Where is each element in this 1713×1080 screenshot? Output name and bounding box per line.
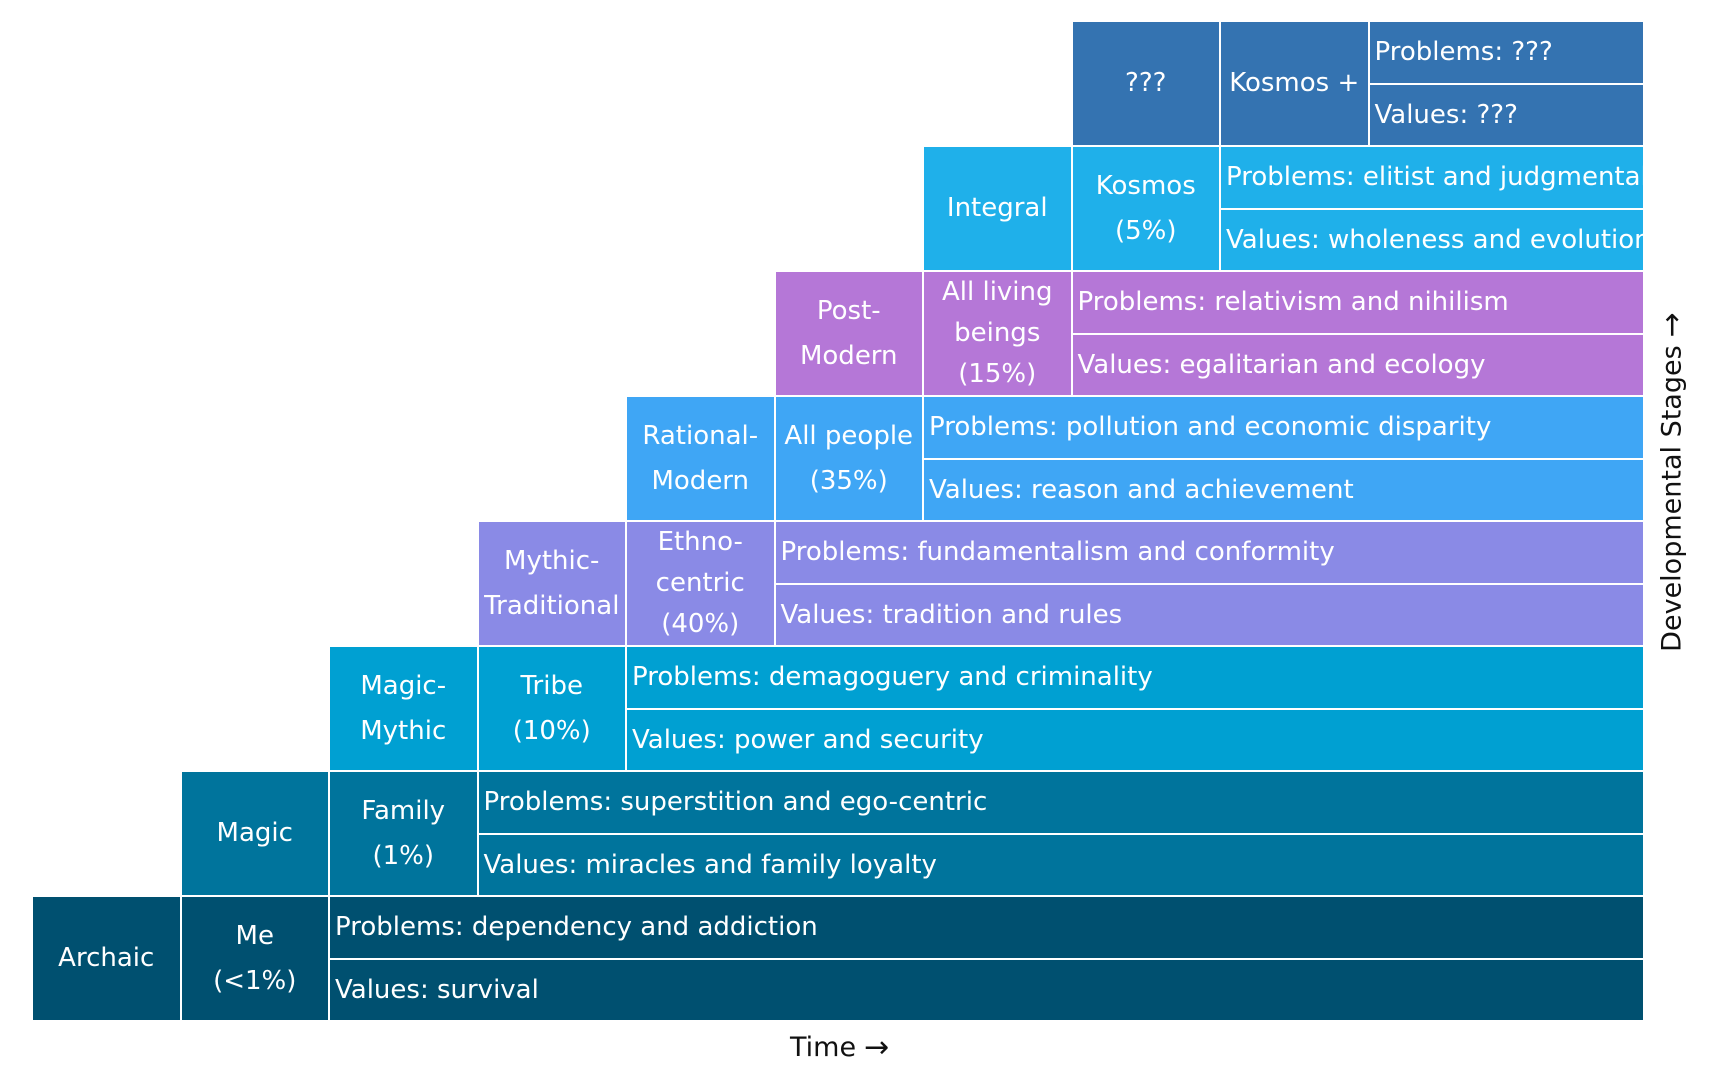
identity-line: Family [361,795,446,826]
stage-name-cell: ??? [1072,22,1221,147]
arrow-up-icon [1655,312,1690,337]
stage-name: Integral [946,193,1048,223]
stage-problems-cell: Problems: pollution and economic dispari… [924,397,1645,460]
stage-problems-cell: Problems: dependency and addiction [330,897,1645,960]
problems-text: Problems: pollution and economic dispari… [929,412,1492,443]
stage-identity-cell: Kosmos (5%) [1072,147,1221,272]
identity-line: (10%) [512,715,591,746]
stage-name-cell: Post-Modern [775,272,924,397]
stage-problems-cell: Problems: superstition and ego-centric [478,772,1645,835]
stage-name: Magic [216,818,293,848]
values-text: Values: wholeness and evolution [1226,224,1645,255]
values-text: Values: miracles and family loyalty [483,849,937,880]
stage-values-cell: Values: reason and achievement [924,459,1645,522]
stage-problems-cell: Problems: fundamentalism and conformity [775,522,1645,585]
stage-problems-cell: Problems: ??? [1369,22,1645,85]
values-text: Values: survival [335,974,539,1005]
identity-line: beings [954,318,1041,348]
stage-identity-cell: Kosmos + [1221,22,1370,147]
stage-name-cell: Mythic-Traditional [478,522,627,647]
stage-values-cell: Values: egalitarian and ecology [1072,334,1645,397]
identity-line: Me [235,920,274,951]
identity-line: All people [784,420,914,451]
stage-values-cell: Values: miracles and family loyalty [478,834,1645,897]
values-text: Values: tradition and rules [780,599,1123,630]
stage-identity-cell: Family (1%) [330,772,479,897]
identity-line: Tribe [520,670,583,701]
stage-values-cell: Values: tradition and rules [775,584,1645,647]
stages-axis-text: Developmental Stages [1656,345,1688,652]
stage-name-cell: Magic-Mythic [330,647,479,772]
identity-line: (<1%) [213,965,297,996]
problems-text: Problems: dependency and addiction [335,912,818,943]
stage-values-cell: Values: wholeness and evolution [1221,209,1645,272]
stage-problems-cell: Problems: relativism and nihilism [1072,272,1645,335]
identity-line: Ethno- [657,527,743,557]
stage-name: Rational-Modern [642,420,759,496]
stage-name: Post-Modern [799,295,898,371]
identity-line: (15%) [958,359,1037,389]
time-axis-text: Time [790,1032,857,1063]
identity-line: All living [941,277,1053,307]
problems-text: Problems: relativism and nihilism [1077,287,1509,318]
values-text: Values: ??? [1374,99,1518,130]
identity-line: Kosmos [1095,170,1196,201]
stage-identity-cell: Me (<1%) [181,897,330,1022]
stage-values-cell: Values: ??? [1369,84,1645,147]
stage-name: ??? [1125,68,1167,98]
stage-problems-cell: Problems: demagoguery and criminality [627,647,1645,710]
arrow-right-icon [864,1030,889,1065]
stage-name-cell: Magic [181,772,330,897]
stage-identity-cell: All living beings (15%) [924,272,1073,397]
stage-name: Mythic-Traditional [484,545,620,621]
stage-values-cell: Values: power and security [627,709,1645,772]
identity-line: (40%) [661,609,740,639]
identity-line: (1%) [372,840,435,871]
problems-text: Problems: superstition and ego-centric [483,787,988,818]
problems-text: Problems: elitist and judgmental [1226,162,1645,193]
values-text: Values: reason and achievement [929,474,1354,505]
values-text: Values: power and security [632,724,984,755]
stage-name-cell: Archaic [33,897,182,1022]
identity-line: Kosmos + [1229,68,1360,98]
stage-problems-cell: Problems: elitist and judgmental [1221,147,1645,210]
stage-identity-cell: Ethno-centric (40%) [627,522,776,647]
problems-text: Problems: ??? [1374,37,1553,68]
identity-line: (35%) [809,465,888,496]
time-axis-label: Time [790,1030,889,1065]
values-text: Values: egalitarian and ecology [1077,349,1486,380]
identity-line: centric [655,568,745,598]
stage-identity-cell: All people (35%) [775,397,924,522]
stage-name-cell: Rational-Modern [627,397,776,522]
stage-name-cell: Integral [924,147,1073,272]
stage-identity-cell: Tribe (10%) [478,647,627,772]
problems-text: Problems: fundamentalism and conformity [780,537,1335,568]
problems-text: Problems: demagoguery and criminality [632,662,1153,693]
identity-line: (5%) [1114,215,1177,246]
stage-values-cell: Values: survival [330,959,1645,1022]
stage-name: Archaic [58,943,155,973]
stage-name: Magic-Mythic [360,670,447,746]
